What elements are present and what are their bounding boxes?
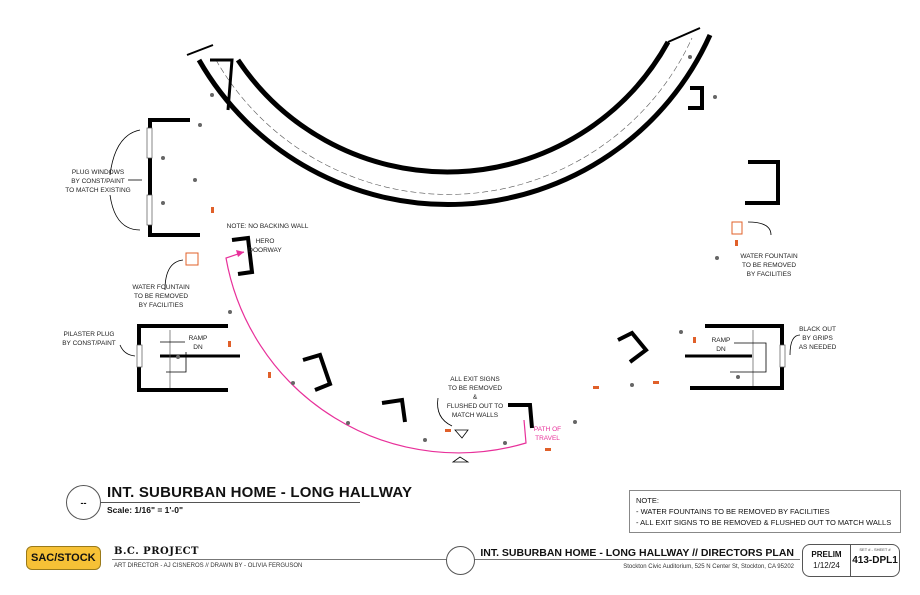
company-badge: SAC/STOCK	[26, 546, 101, 570]
note-water-fountain-right: WATER FOUNTAIN TO BE REMOVED BY FACILITI…	[738, 252, 800, 279]
notes-item: - WATER FOUNTAINS TO BE REMOVED BY FACIL…	[636, 507, 830, 516]
note-ramp-left: RAMP DN	[185, 334, 211, 352]
left-ramp-room	[137, 324, 228, 392]
note-line: WATER FOUNTAIN	[132, 284, 190, 291]
note-line: TO BE REMOVED	[133, 293, 189, 300]
note-line: PLUG WINDOWS	[71, 169, 125, 176]
address: Stockton Civic Auditorium, 525 N Center …	[623, 564, 794, 570]
view-title: INT. SUBURBAN HOME - LONG HALLWAY	[107, 484, 413, 501]
sheet-number: 413-DPL1	[852, 555, 898, 566]
note-line: MATCH WALLS	[451, 412, 499, 419]
notes-item: - ALL EXIT SIGNS TO BE REMOVED & FLUSHED…	[636, 518, 892, 527]
note-exit-signs: ALL EXIT SIGNS TO BE REMOVED & FLUSHED O…	[445, 375, 505, 420]
note-line: BY GRIPS	[802, 335, 833, 342]
status-cell: PRELIM 1/12/24	[803, 545, 851, 576]
note-plug-windows: PLUG WINDOWS BY CONST/PAINT TO MATCH EXI…	[62, 168, 134, 195]
note-line: PILASTER PLUG	[63, 331, 115, 338]
note-line: DN	[716, 346, 726, 353]
sheet-cell: SET # - SHEET # 413-DPL1	[851, 545, 899, 576]
left-window-room	[148, 118, 200, 237]
inner-wall	[235, 40, 671, 175]
note-line: FLUSHED OUT TO	[446, 403, 504, 410]
note-ramp-right: RAMP DN	[708, 336, 734, 354]
path-of-travel	[225, 251, 527, 454]
water-fountain-right	[731, 221, 743, 235]
note-line: BLACK OUT	[799, 326, 836, 333]
note-line: RAMP	[711, 337, 731, 344]
note-line: ALL EXIT SIGNS	[450, 376, 500, 383]
status: PRELIM	[811, 550, 842, 559]
credits: ART DIRECTOR - AJ CISNEROS // DRAWN BY -…	[114, 563, 303, 569]
plan-title: INT. SUBURBAN HOME - LONG HALLWAY // DIR…	[480, 547, 794, 559]
sheet-label: SET # - SHEET #	[859, 547, 891, 552]
note-line: WATER FOUNTAIN	[740, 253, 798, 260]
note-line: DOORWAY	[248, 247, 282, 254]
note-line: TO BE REMOVED &	[447, 385, 503, 401]
center-circle	[446, 546, 475, 575]
note-pilaster-plug: PILASTER PLUG BY CONST/PAINT	[60, 330, 118, 348]
note-line: DN	[193, 344, 203, 351]
note-line: BY CONST/PAINT	[71, 178, 125, 185]
note-line: BY FACILITIES	[746, 271, 792, 278]
note-line: AS NEEDED	[798, 344, 837, 351]
view-bubble: --	[66, 485, 101, 520]
floor-plan	[109, 27, 801, 463]
view-number: --	[80, 497, 87, 508]
sheet-box: PRELIM 1/12/24 SET # - SHEET # 413-DPL1	[802, 544, 900, 577]
view-scale: Scale: 1/16" = 1'-0"	[107, 505, 184, 515]
project-name: B.C. PROJECT	[114, 546, 199, 557]
note-hero-doorway: HERO DOORWAY	[245, 237, 285, 255]
note-black-out: BLACK OUT BY GRIPS AS NEEDED	[795, 325, 840, 352]
date: 1/12/24	[813, 561, 840, 570]
water-fountain-left	[185, 252, 199, 266]
note-path-of-travel: PATH OF TRAVEL	[530, 425, 565, 443]
note-no-backing-wall: NOTE: NO BACKING WALL	[226, 223, 309, 230]
view-title-underline	[100, 502, 360, 503]
note-line: TO MATCH EXISTING	[65, 187, 131, 194]
outer-wall	[196, 33, 713, 207]
note-line: PATH OF	[533, 426, 562, 433]
note-line: RAMP	[188, 335, 208, 342]
note-line: BY CONST/PAINT	[62, 340, 116, 347]
notes-heading: NOTE:	[636, 496, 659, 505]
note-water-fountain-left: WATER FOUNTAIN TO BE REMOVED BY FACILITI…	[130, 283, 192, 310]
note-line: TO BE REMOVED	[741, 262, 797, 269]
note-line: TRAVEL	[535, 435, 560, 442]
hero-doorway	[231, 235, 255, 276]
notes-box: NOTE: - WATER FOUNTAINS TO BE REMOVED BY…	[629, 490, 901, 533]
note-line: HERO	[255, 238, 275, 245]
note-line: BY FACILITIES	[138, 302, 184, 309]
